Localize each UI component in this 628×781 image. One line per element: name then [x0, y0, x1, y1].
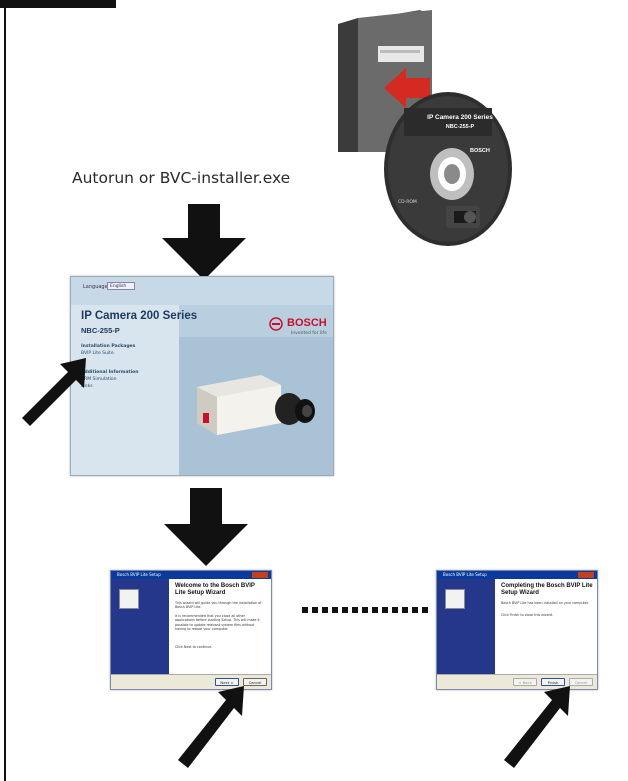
cancel-button-2[interactable]: Cancel: [569, 678, 593, 686]
back-button[interactable]: < Back: [513, 678, 537, 686]
installation-packages-group: Installation Packages BVIP Lite Suite: [81, 343, 135, 357]
wizard-welcome-paragraph-3: Click Next to continue.: [175, 645, 213, 649]
language-label: Language: [83, 284, 108, 290]
bosch-installer-icon: [119, 589, 139, 609]
links-link[interactable]: Links: [81, 384, 93, 389]
finish-button[interactable]: Finish: [541, 678, 565, 686]
window-controls-2[interactable]: [578, 572, 594, 578]
pointer-arrow-icon-2: [178, 686, 244, 768]
wizard-welcome-titlebar: [111, 571, 271, 579]
cd-model: NBC-255-P: [445, 124, 475, 130]
language-select[interactable]: English: [107, 282, 135, 290]
installer-screen: Language English IP Camera 200 Series NB…: [70, 276, 334, 476]
wizard-welcome-body: [169, 579, 271, 674]
cd-label: CD-ROM: [398, 200, 417, 205]
cd-brand: BOSCH: [470, 148, 490, 154]
window-controls[interactable]: [252, 572, 268, 578]
pointer-arrow-icon: [22, 358, 86, 426]
computer-tower-icon: [338, 10, 432, 152]
wizard-finish-paragraph-2: Click Finish to close this wizard.: [501, 613, 554, 617]
wizard-welcome-titlebar-text: Bosch BVIP Lite Setup: [117, 572, 161, 577]
wizard-finish-titlebar: [437, 571, 597, 579]
bosch-installer-icon-2: [445, 589, 465, 609]
additional-information-group: Additional Information VRM Simulation Li…: [81, 369, 138, 390]
cancel-button[interactable]: Cancel: [243, 678, 267, 686]
header-tab: [0, 0, 116, 8]
autorun-caption: Autorun or BVC-installer.exe: [72, 169, 291, 187]
arrow-down-icon: [162, 204, 246, 280]
bosch-logo-text: BOSCH: [287, 317, 327, 329]
wizard-finish-heading: Completing the Bosch BVIP Lite Setup Wiz…: [501, 583, 593, 596]
next-button[interactable]: Next >: [215, 678, 239, 686]
wizard-finish-paragraph-1: Bosch BVIP Lite has been installed on yo…: [501, 601, 589, 605]
wizard-finish-titlebar-text: Bosch BVIP Lite Setup: [443, 572, 487, 577]
wizard-welcome-paragraph-2: It is recommended that you close all oth…: [175, 614, 260, 632]
installation-packages-heading: Installation Packages: [81, 344, 136, 349]
installer-left-pane: [71, 305, 179, 475]
vrm-simulation-link[interactable]: VRM Simulation: [81, 377, 117, 382]
camera-image: [197, 375, 315, 435]
additional-information-heading: Additional Information: [81, 370, 139, 375]
wizard-welcome-window: Bosch BVIP Lite Setup Welcome to the Bos…: [110, 570, 272, 690]
wizard-welcome-paragraph-1: This wizard will guide you through the i…: [175, 601, 262, 610]
pointer-arrow-icon-3: [504, 686, 570, 768]
installer-title: IP Camera 200 Series: [81, 310, 198, 322]
cd-title: IP Camera 200 Series: [427, 114, 493, 121]
wizard-finish-body: [495, 579, 597, 674]
wizard-finish-window: Bosch BVIP Lite Setup Completing the Bos…: [436, 570, 598, 690]
installer-model: NBC-255-P: [81, 326, 120, 335]
arrow-down-icon-2: [164, 488, 248, 566]
wizard-welcome-heading: Welcome to the Bosch BVIP Lite Setup Wiz…: [175, 583, 255, 596]
installer-topbar: [71, 277, 333, 305]
continuation-dots: [302, 607, 428, 613]
bvip-lite-suite-link[interactable]: BVIP Lite Suite: [81, 351, 114, 356]
bosch-logo-icon: [269, 317, 283, 331]
frame-border: [4, 0, 6, 781]
bosch-tagline: Invented for life: [291, 331, 327, 336]
cd-disc-icon: [384, 92, 512, 246]
